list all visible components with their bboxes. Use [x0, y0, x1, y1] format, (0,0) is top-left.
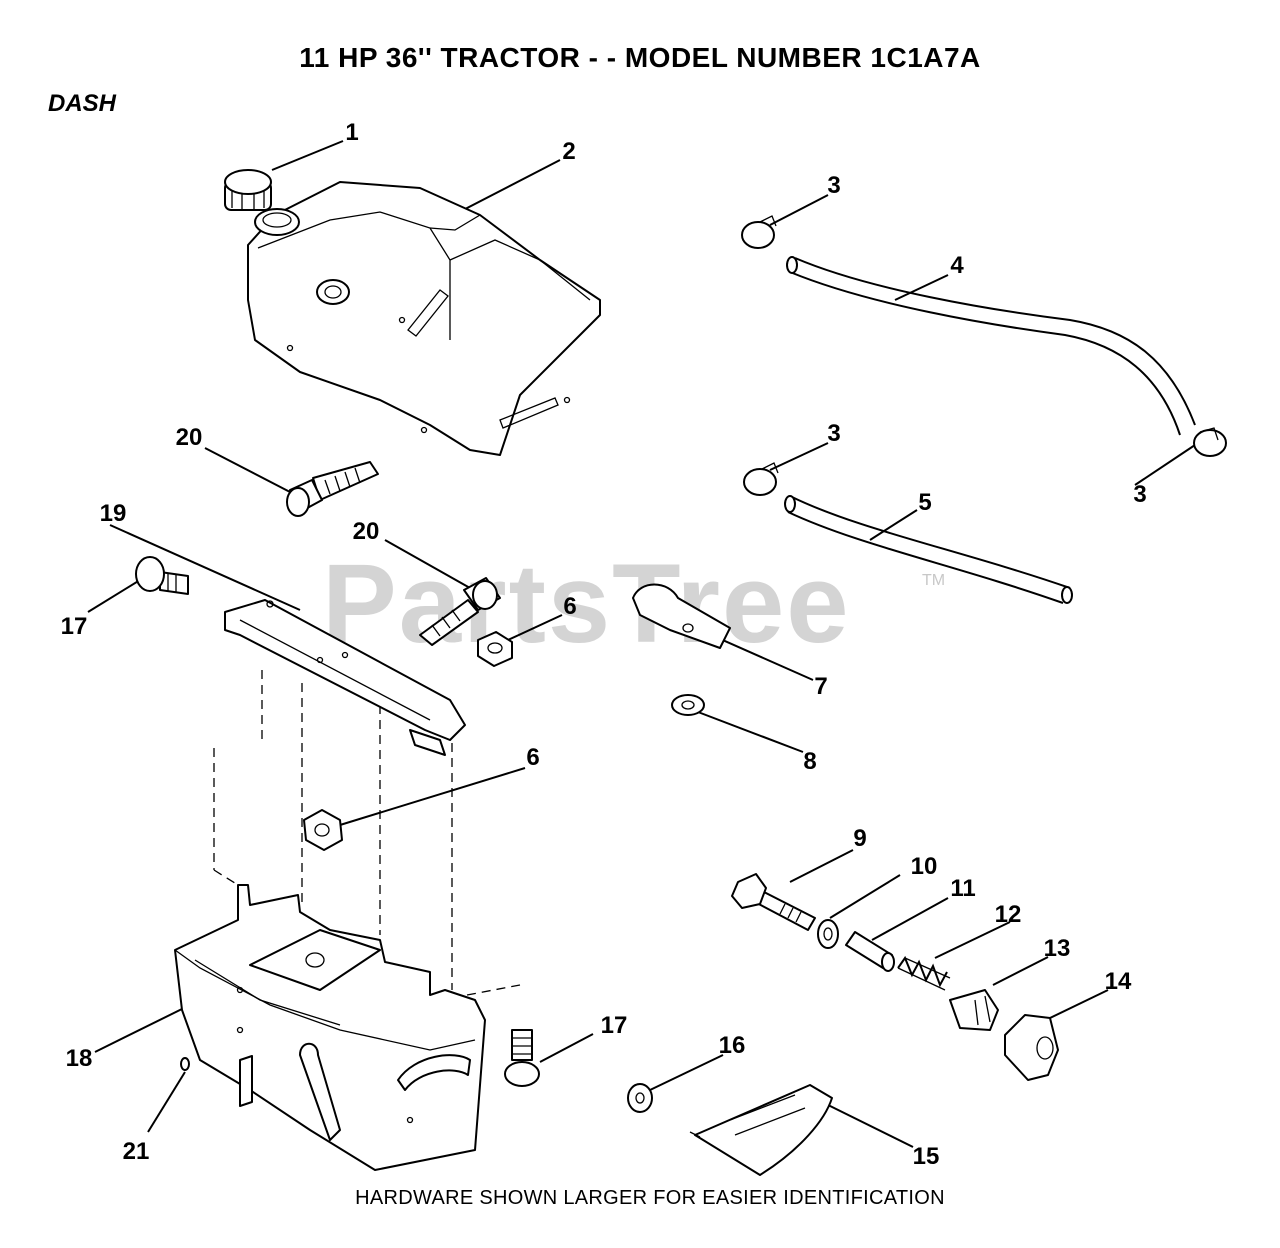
callout-17b: 17: [600, 1012, 628, 1039]
callout-11: 11: [950, 875, 976, 902]
callout-15: 15: [912, 1143, 940, 1170]
screw-part-a: [286, 461, 379, 517]
callout-4: 4: [950, 252, 964, 279]
section-label: DASH: [48, 90, 117, 117]
dash-bracket-part: [224, 599, 466, 756]
callout-20a: 20: [175, 424, 203, 451]
callout-6a: 6: [563, 593, 577, 620]
spacer-part: [845, 931, 895, 972]
diagram-title: 11 HP 36'' TRACTOR - - MODEL NUMBER 1C1A…: [299, 42, 981, 73]
watermark-trademark: TM: [922, 572, 946, 589]
callout-3a: 3: [827, 172, 841, 199]
throttle-clip-part: [1004, 1014, 1059, 1081]
small-screw-part: [180, 1057, 190, 1071]
callout-1: 1: [345, 119, 359, 146]
hex-nut-part-a: [477, 631, 513, 667]
callout-14: 14: [1104, 968, 1132, 995]
hose-clamp-part-b: [743, 462, 779, 496]
callout-2: 2: [562, 138, 576, 165]
callout-8: 8: [803, 748, 817, 775]
callout-3c: 3: [1133, 481, 1147, 508]
fuel-tank-part: [247, 181, 601, 456]
carriage-bolt-part: [731, 873, 816, 931]
callout-19: 19: [99, 500, 127, 527]
flat-washer-part: [817, 919, 839, 949]
watermark-logo: PartsTree: [322, 541, 851, 666]
callout-20b: 20: [352, 518, 380, 545]
callout-18: 18: [65, 1045, 93, 1072]
compression-spring-part: [897, 955, 951, 991]
fuel-hose-part: [786, 256, 1196, 436]
hose-clamp-part-c: [1193, 427, 1227, 457]
callout-7: 7: [814, 673, 828, 700]
callout-17a: 17: [60, 613, 88, 640]
callout-9: 9: [853, 825, 867, 852]
hex-nut-part-b: [303, 809, 343, 851]
callout-12: 12: [994, 901, 1022, 928]
fuel-line-clip-part: [632, 583, 731, 649]
callout-21: 21: [122, 1138, 150, 1165]
callout-16: 16: [718, 1032, 746, 1059]
alignment-lines: [213, 670, 521, 996]
fuel-line-part: [784, 495, 1073, 604]
shoulder-bolt-part-b: [504, 1029, 540, 1087]
callout-10: 10: [910, 853, 938, 880]
callout-6b: 6: [526, 744, 540, 771]
decal-washer-part: [627, 1083, 653, 1113]
hose-clamp-part-a: [741, 215, 777, 249]
dash-panel-part: [174, 884, 486, 1171]
washer-part: [671, 694, 705, 716]
callout-13: 13: [1043, 935, 1071, 962]
fuel-cap-part: [224, 169, 272, 211]
callout-5: 5: [918, 489, 932, 516]
throttle-knob-part: [949, 989, 999, 1031]
screw-part-b: [419, 577, 501, 646]
callout-3b: 3: [827, 420, 841, 447]
throttle-decal-part: [689, 1084, 833, 1176]
footer-note: HARDWARE SHOWN LARGER FOR EASIER IDENTIF…: [355, 1187, 945, 1209]
shoulder-bolt-part-a: [135, 556, 189, 595]
